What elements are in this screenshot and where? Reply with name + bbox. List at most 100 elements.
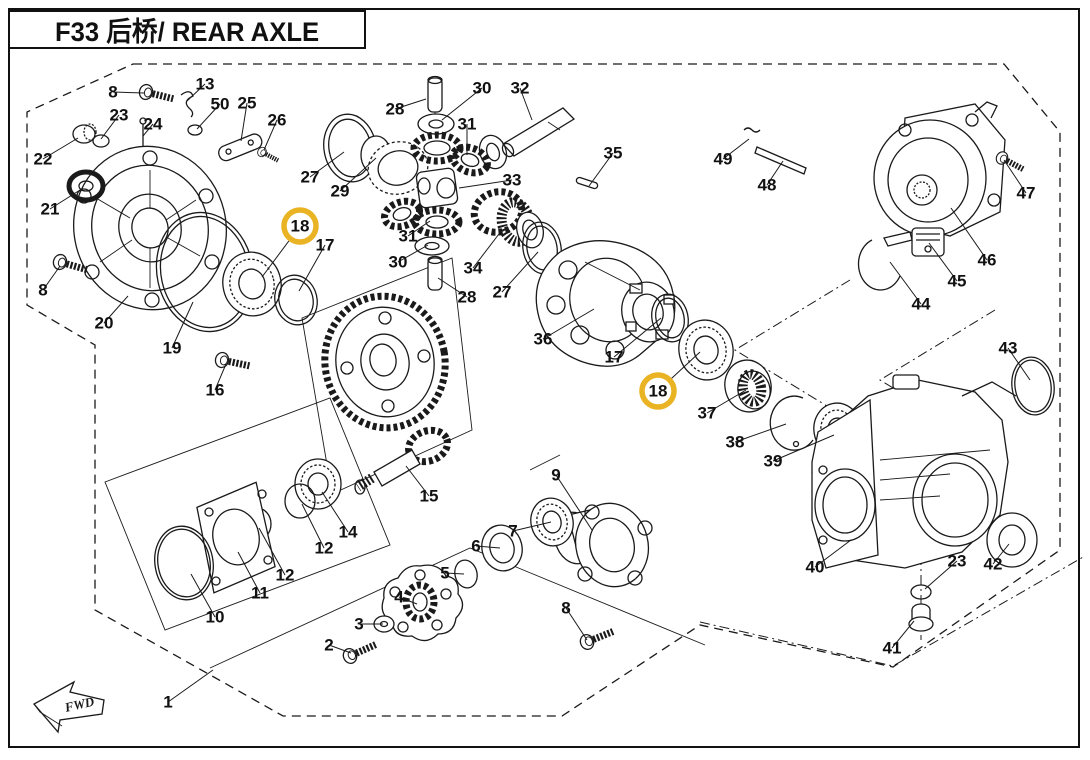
part-callout-29[interactable]: 29 <box>330 181 350 201</box>
leader-line-32 <box>519 87 533 121</box>
part-callout-31[interactable]: 31 <box>457 114 477 134</box>
part-callout-47[interactable]: 47 <box>1016 183 1036 203</box>
part-callout-46[interactable]: 46 <box>977 250 997 270</box>
part-callout-40[interactable]: 40 <box>805 557 825 577</box>
part-callout-39[interactable]: 39 <box>763 451 783 471</box>
leader-line-50 <box>196 103 221 130</box>
part-callout-30[interactable]: 30 <box>472 78 492 98</box>
part-spider-cross-33 <box>415 167 459 209</box>
part-callout-9[interactable]: 9 <box>551 465 561 485</box>
part-callout-30[interactable]: 30 <box>388 252 408 272</box>
part-callout-8[interactable]: 8 <box>561 598 571 618</box>
leader-line-11 <box>237 551 261 594</box>
leader-line-44 <box>889 261 922 305</box>
part-callout-49[interactable]: 49 <box>713 149 733 169</box>
part-callout-17[interactable]: 17 <box>604 347 624 367</box>
leader-line-33 <box>458 179 513 189</box>
part-callout-27[interactable]: 27 <box>300 167 320 187</box>
leader-line-8 <box>42 265 61 291</box>
leader-line-2 <box>328 644 352 654</box>
leader-line-29 <box>339 157 377 192</box>
part-callout-12[interactable]: 12 <box>275 565 295 585</box>
part-callout-31[interactable]: 31 <box>398 226 418 246</box>
part-callout-23[interactable]: 23 <box>947 551 967 571</box>
part-callout-10[interactable]: 10 <box>205 607 225 627</box>
part-callout-38[interactable]: 38 <box>725 432 745 452</box>
part-callout-20[interactable]: 20 <box>94 313 114 333</box>
part-callout-35[interactable]: 35 <box>603 143 623 163</box>
part-bearing-7 <box>530 497 574 547</box>
part-callout-41[interactable]: 41 <box>882 638 902 658</box>
part-callout-25[interactable]: 25 <box>237 93 257 113</box>
part-ring-12a <box>284 483 316 519</box>
part-callout-48[interactable]: 48 <box>757 175 777 195</box>
part-callout-24[interactable]: 24 <box>143 114 163 134</box>
part-callout-16[interactable]: 16 <box>205 380 225 400</box>
part-pin-28-bottom <box>427 255 443 291</box>
leader-line-12 <box>301 503 325 549</box>
part-callout-50[interactable]: 50 <box>210 94 230 114</box>
part-callout-6[interactable]: 6 <box>471 536 481 556</box>
part-callout-27[interactable]: 27 <box>492 282 512 302</box>
part-callout-3[interactable]: 3 <box>354 614 364 634</box>
part-callout-32[interactable]: 32 <box>510 78 530 98</box>
leader-line-8 <box>565 607 588 641</box>
part-callout-18-highlighted[interactable]: 18 <box>290 216 310 236</box>
part-callout-23[interactable]: 23 <box>109 105 129 125</box>
part-pinion-shaft-15 <box>354 426 451 495</box>
leader-line-10 <box>190 573 216 618</box>
part-callout-5[interactable]: 5 <box>440 563 450 583</box>
part-callout-1[interactable]: 1 <box>163 692 173 712</box>
part-oring-17-mid <box>651 293 689 343</box>
part-callout-26[interactable]: 26 <box>267 110 287 130</box>
leader-line-28 <box>394 98 427 110</box>
part-callout-12[interactable]: 12 <box>314 538 334 558</box>
part-callout-14[interactable]: 14 <box>338 522 358 542</box>
part-callout-13[interactable]: 13 <box>195 74 215 94</box>
leader-line-24 <box>142 123 154 137</box>
part-callout-34[interactable]: 34 <box>463 258 483 278</box>
part-callout-11[interactable]: 11 <box>251 583 269 603</box>
part-pinion-gear-31-right <box>449 143 491 177</box>
leader-line-40 <box>814 539 852 568</box>
leader-line-20 <box>103 295 129 324</box>
part-rod-48 <box>754 146 807 175</box>
part-callout-37[interactable]: 37 <box>697 403 717 423</box>
highlight-ring-18 <box>281 207 319 245</box>
part-callout-19[interactable]: 19 <box>162 338 182 358</box>
leader-line-48 <box>766 160 784 186</box>
part-callout-43[interactable]: 43 <box>998 338 1018 358</box>
leader-line-22 <box>42 137 79 160</box>
part-bearing-18-mid <box>678 319 734 381</box>
fwd-arrow-label: FWD <box>62 694 96 716</box>
part-callout-7[interactable]: 7 <box>508 521 518 541</box>
part-callout-8[interactable]: 8 <box>38 280 48 300</box>
leader-line-12 <box>258 527 286 576</box>
leader-line-30 <box>441 87 483 121</box>
part-callout-28[interactable]: 28 <box>385 99 405 119</box>
part-callout-22[interactable]: 22 <box>33 149 53 169</box>
part-seal-6 <box>481 524 523 572</box>
leader-line-47 <box>1003 159 1027 194</box>
part-callout-33[interactable]: 33 <box>502 170 522 190</box>
part-pinion-gear-31-left <box>380 197 424 231</box>
part-coupling-34 <box>470 188 544 249</box>
part-seal-42 <box>986 512 1038 568</box>
leader-line-17 <box>613 317 662 358</box>
part-callout-45[interactable]: 45 <box>947 271 967 291</box>
leader-line-27 <box>309 151 345 178</box>
part-callout-36[interactable]: 36 <box>533 329 553 349</box>
part-callout-21[interactable]: 21 <box>40 199 60 219</box>
part-callout-4[interactable]: 4 <box>394 587 404 607</box>
part-callout-8[interactable]: 8 <box>108 82 118 102</box>
leader-line-13 <box>186 83 206 102</box>
leader-line-23 <box>924 560 958 590</box>
part-callout-15[interactable]: 15 <box>419 486 439 506</box>
part-callout-42[interactable]: 42 <box>983 554 1003 574</box>
part-callout-2[interactable]: 2 <box>324 635 334 655</box>
part-callout-18-highlighted[interactable]: 18 <box>648 381 668 401</box>
part-callout-28[interactable]: 28 <box>457 287 477 307</box>
part-callout-44[interactable]: 44 <box>911 294 931 314</box>
part-callout-17[interactable]: 17 <box>315 235 335 255</box>
